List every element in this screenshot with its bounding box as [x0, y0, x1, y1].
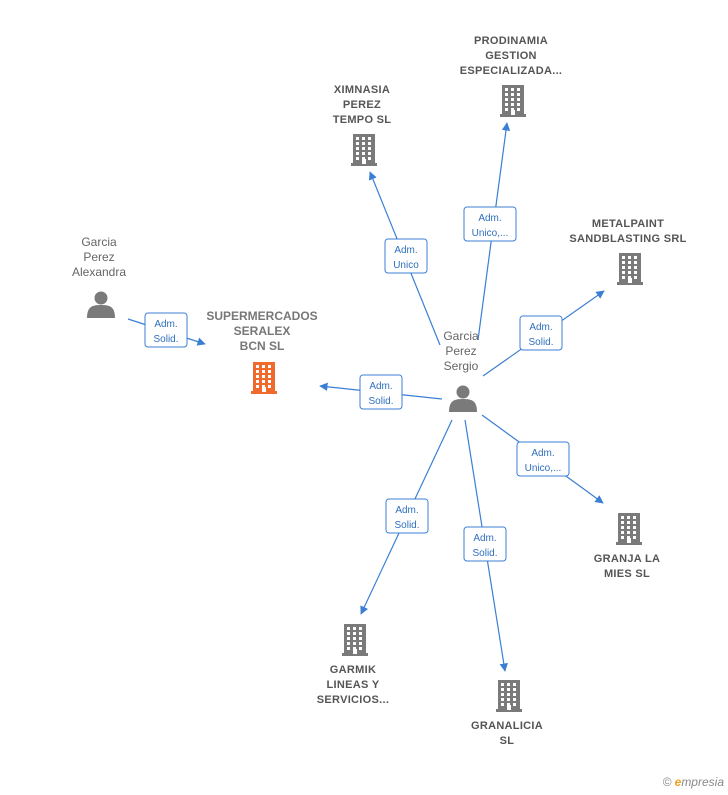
relation-tag[interactable]: Adm. Solid.: [519, 315, 563, 351]
focus-building-icon: [251, 362, 277, 394]
node-label: LINEAS Y: [327, 679, 380, 691]
building-icon: [500, 85, 526, 117]
relation-tag[interactable]: Adm. Solid.: [463, 526, 507, 562]
relation-tag-box: [463, 206, 517, 242]
node-label: METALPAINT: [592, 218, 664, 230]
edge-garcia_sergio-to-prodinamia: Adm. Unico,...: [463, 122, 517, 341]
node-label: BCN SL: [240, 339, 285, 353]
node-metalpaint[interactable]: METALPAINT SANDBLASTING SRL: [569, 218, 686, 285]
node-label: XIMNASIA: [334, 84, 390, 96]
relation-tag-box: [144, 312, 188, 348]
node-label: PEREZ: [343, 99, 381, 111]
edge-garcia_sergio-to-supermercados: Adm. Solid.: [319, 374, 443, 410]
nodes-layer: GarciaPerezAlexandraSUPERMERCADOSSERALEX…: [72, 35, 686, 747]
node-label: Sergio: [444, 359, 479, 373]
node-label: GESTION: [485, 50, 537, 62]
relation-tag-box: [359, 374, 403, 410]
node-ximnasia[interactable]: XIMNASIA PEREZ TEMPO SL: [333, 84, 392, 166]
relation-tag-box: [463, 526, 507, 562]
edge-garcia_sergio-to-metalpaint: Adm. Solid.: [482, 290, 605, 377]
node-label: Alexandra: [72, 265, 126, 279]
relation-tag-box: [516, 441, 570, 477]
node-label: MIES SL: [604, 568, 650, 580]
edge-garcia_sergio-to-granalicia: Adm. Solid.: [463, 419, 508, 672]
relation-tag-text: Adm.: [529, 322, 552, 333]
relation-tag-text: Solid.: [528, 337, 553, 348]
node-label: Garcia: [443, 329, 479, 343]
relation-tag-box: [384, 238, 428, 274]
relation-tag-box: [519, 315, 563, 351]
edge-garcia_alexandra-to-supermercados: Adm. Solid.: [127, 312, 206, 348]
relation-tag-text: Adm.: [395, 505, 418, 516]
relation-tag-text: Adm.: [154, 319, 177, 330]
relation-tag-text: Adm.: [478, 213, 501, 224]
building-icon: [351, 134, 377, 166]
relation-tag-text: Solid.: [472, 548, 497, 559]
building-icon: [617, 253, 643, 285]
relation-tag-text: Unico,...: [472, 228, 509, 239]
edge-garcia_sergio-to-garmik: Adm. Solid.: [360, 419, 453, 615]
edge-garcia_sergio-to-granja: Adm. Unico,...: [481, 414, 604, 504]
relation-tag-text: Unico: [393, 260, 419, 271]
edges-layer: Adm.Solid.Adm.Solid.Adm.UnicoAdm.Unico,.…: [127, 122, 605, 672]
node-label: PRODINAMIA: [474, 35, 548, 47]
building-icon: [496, 680, 522, 712]
relation-tag[interactable]: Adm. Solid.: [144, 312, 188, 348]
relation-tag-text: Solid.: [368, 396, 393, 407]
node-label: SERVICIOS...: [317, 694, 389, 706]
relation-tag-text: Adm.: [369, 381, 392, 392]
node-prodinamia[interactable]: PRODINAMIA GESTION ESPECIALIZADA...: [460, 35, 563, 117]
node-label: GRANJA LA: [594, 553, 660, 565]
relation-tag-text: Solid.: [394, 520, 419, 531]
node-granja[interactable]: GRANJA LA MIES SL: [594, 513, 660, 580]
node-label: SUPERMERCADOS: [206, 309, 317, 323]
relation-tag[interactable]: Adm. Unico,...: [463, 206, 517, 242]
edge-garcia_sergio-to-ximnasia: Adm. Unico: [368, 171, 441, 346]
relation-tag-text: Adm.: [473, 533, 496, 544]
node-label: ESPECIALIZADA...: [460, 65, 563, 77]
node-label: TEMPO SL: [333, 114, 392, 126]
relation-tag-text: Unico,...: [525, 463, 562, 474]
node-label: GRANALICIA: [471, 720, 543, 732]
brand-logo[interactable]: empresia: [674, 775, 724, 789]
node-label: GARMIK: [330, 664, 376, 676]
building-icon: [342, 624, 368, 656]
person-icon: [449, 385, 477, 412]
node-garmik[interactable]: GARMIK LINEAS Y SERVICIOS...: [317, 624, 389, 706]
relation-tag-text: Adm.: [531, 448, 554, 459]
relation-tag-box: [385, 498, 429, 534]
person-icon: [87, 291, 115, 318]
relation-tag[interactable]: Adm. Solid.: [385, 498, 429, 534]
copyright-symbol: ©: [662, 775, 672, 789]
node-label: SANDBLASTING SRL: [569, 233, 686, 245]
relation-tag[interactable]: Adm. Unico: [384, 238, 428, 274]
relation-tag[interactable]: Adm. Unico,...: [516, 441, 570, 477]
relation-tag-text: Adm.: [394, 245, 417, 256]
footer-brand: © empresia: [663, 775, 724, 789]
node-label: SERALEX: [234, 324, 291, 338]
node-label: SL: [500, 735, 515, 747]
building-icon: [616, 513, 642, 545]
relation-tag-text: Solid.: [153, 334, 178, 345]
node-granalicia[interactable]: GRANALICIA SL: [471, 680, 543, 747]
node-label: Perez: [83, 250, 114, 264]
relation-tag[interactable]: Adm. Solid.: [359, 374, 403, 410]
node-label: Perez: [445, 344, 476, 358]
node-label: Garcia: [81, 235, 117, 249]
